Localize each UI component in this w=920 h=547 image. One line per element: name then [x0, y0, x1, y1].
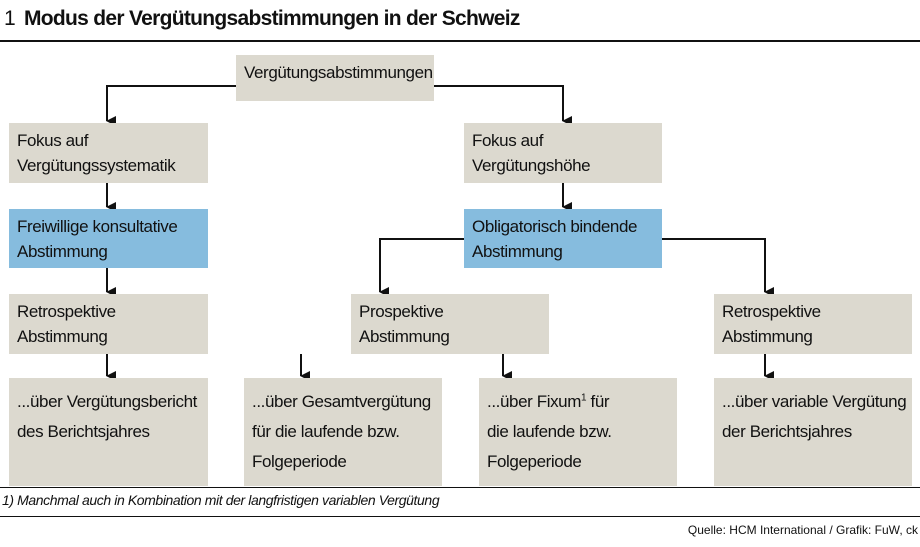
node-report: ...über Vergütungsbericht des Berichtsja…	[9, 378, 208, 486]
footnote-rule-bottom	[0, 516, 920, 517]
connector-binding-retro	[662, 238, 774, 297]
node-retro-left-line1: Retrospektive	[17, 302, 116, 321]
node-binding-vote-line1: Obligatorisch bindende	[472, 217, 638, 236]
footnote-marker: 1	[581, 392, 587, 404]
source-credit: Quelle: HCM International / Grafik: FuW,…	[687, 523, 918, 537]
node-fixed-line3: Folgeperiode	[487, 452, 582, 471]
node-total-comp: ...über Gesamtvergütung für die laufende…	[244, 378, 442, 486]
node-prospective: Prospektive Abstimmung	[351, 294, 549, 354]
node-total-comp-line2: für die laufende bzw.	[252, 422, 400, 441]
node-prospective-line1: Prospektive	[359, 302, 444, 321]
node-fixed-line2: die laufende bzw.	[487, 422, 612, 441]
node-focus-amount-line1: Fokus auf	[472, 131, 544, 150]
footnote-rule-top	[0, 487, 920, 488]
connector-root-right	[434, 85, 572, 126]
node-voluntary-vote-line1: Freiwillige konsultative	[17, 217, 178, 236]
node-focus-system-line1: Fokus auf	[17, 131, 89, 150]
node-retro-right: Retrospektive Abstimmung	[714, 294, 912, 354]
footnote: 1) Manchmal auch in Kombination mit der …	[2, 492, 440, 508]
node-binding-vote: Obligatorisch bindende Abstimmung	[464, 209, 662, 268]
node-report-line2: des Berichtsjahres	[17, 422, 150, 441]
node-retro-right-line1: Retrospektive	[722, 302, 821, 321]
node-focus-system: Fokus auf Vergütungssystematik	[9, 123, 208, 183]
node-retro-left: Retrospektive Abstimmung	[9, 294, 208, 354]
node-fixed-line1-suffix: für	[586, 392, 610, 411]
node-variable-line1: ...über variable Vergütung	[722, 392, 907, 411]
node-root: Vergütungsabstimmungen	[236, 55, 434, 101]
node-root-label: Vergütungsabstimmungen	[244, 63, 433, 82]
node-focus-amount: Fokus auf Vergütungshöhe	[464, 123, 662, 183]
node-variable: ...über variable Vergütung der Berichtsj…	[714, 378, 912, 486]
node-focus-system-line2: Vergütungssystematik	[17, 156, 176, 175]
node-fixed-line1-prefix: ...über Fixum	[487, 392, 581, 411]
figure-number: 1	[4, 7, 16, 30]
node-total-comp-line3: Folgeperiode	[252, 452, 347, 471]
connector-binding-prospective	[379, 238, 464, 297]
connector-root-left	[106, 85, 236, 126]
node-retro-left-line2: Abstimmung	[17, 327, 108, 346]
title-row: 1 Modus der Vergütungsabstimmungen in de…	[0, 0, 920, 42]
node-retro-right-line2: Abstimmung	[722, 327, 813, 346]
node-fixed: ...über Fixum1 für die laufende bzw. Fol…	[479, 378, 677, 486]
node-binding-vote-line2: Abstimmung	[472, 242, 563, 261]
page-title: Modus der Vergütungsabstimmungen in der …	[24, 7, 520, 30]
node-prospective-line2: Abstimmung	[359, 327, 450, 346]
node-voluntary-vote-line2: Abstimmung	[17, 242, 108, 261]
node-voluntary-vote: Freiwillige konsultative Abstimmung	[9, 209, 208, 268]
node-variable-line2: der Berichtsjahres	[722, 422, 852, 441]
title-rule	[0, 40, 920, 42]
node-focus-amount-line2: Vergütungshöhe	[472, 156, 591, 175]
node-fixed-line1: ...über Fixum1 für	[487, 387, 669, 417]
node-report-line1: ...über Vergütungsbericht	[17, 392, 197, 411]
node-total-comp-line1: ...über Gesamtvergütung	[252, 392, 431, 411]
